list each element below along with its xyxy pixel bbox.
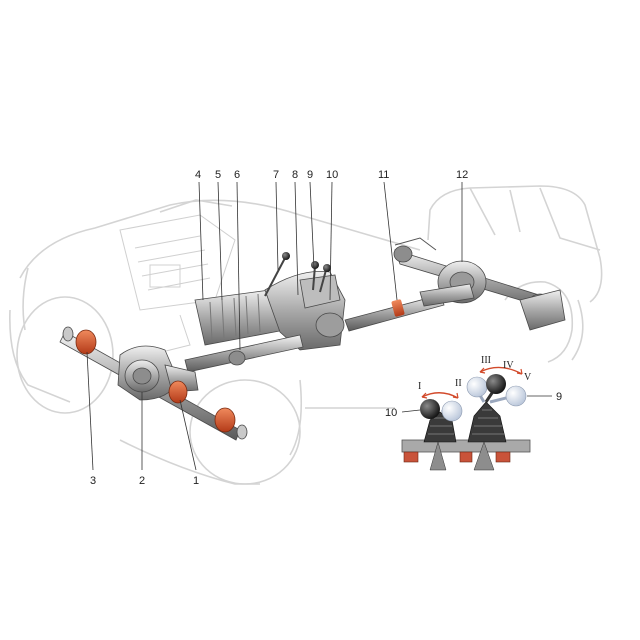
callout-8: 8 [292,169,298,181]
coupling-inner [168,380,188,404]
callout-6: 6 [234,169,240,181]
arc-left [421,392,459,399]
position-III: III [481,355,491,366]
leader-lines-bottom [86,351,197,471]
rear-axle [393,237,566,331]
rear-shaft-coupling [391,299,405,317]
front-axle [59,326,248,441]
rear-propeller-shaft [344,294,445,332]
callout-3: 3 [90,475,96,487]
callout-7: 7 [273,169,279,181]
knob-right-light-a [466,376,488,398]
callout-1: 1 [193,475,199,487]
callouts-bottom: 3 2 1 [90,475,199,487]
callout-10: 10 [326,169,338,181]
vehicle-body-outline [9,185,603,485]
callout-11: 11 [378,169,389,181]
callout-4: 4 [195,169,201,181]
position-V: V [524,372,532,383]
knob-left-dark [420,399,440,419]
coupling-left [75,329,97,355]
shift-levers [264,252,331,297]
position-II: II [455,378,462,389]
lever-positions-inset: I II III IV V 10 9 [385,355,562,471]
leader-lines-top [198,181,463,351]
knob-right-light-b [505,385,527,407]
callout-12: 12 [456,169,468,181]
callout-2: 2 [139,475,145,487]
callouts-top: 4 5 6 7 8 9 10 11 12 [195,169,468,181]
position-IV: IV [503,360,514,371]
knob-left-light [441,400,463,422]
inset-label-10: 10 [385,407,397,419]
inset-label-9: 9 [556,391,562,403]
callout-5: 5 [215,169,221,181]
arc-right [479,366,523,375]
knob-right-dark [486,374,506,394]
front-propeller-shaft [184,334,304,373]
coupling-right [214,407,236,433]
callout-9: 9 [307,169,313,181]
position-I: I [418,381,421,392]
